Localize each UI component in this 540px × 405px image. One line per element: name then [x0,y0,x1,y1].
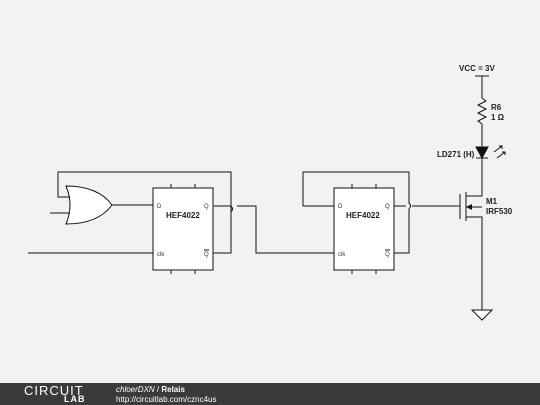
mosfet-name: M1 [486,197,498,206]
ic2-pin-clk: clk [338,252,346,258]
vcc-label: VCC = 3V [459,64,495,73]
led-label: LD271 (H) [437,150,475,159]
ic1-label: HEF4022 [166,211,200,220]
ic2-pin-d: D [338,204,343,210]
logo-text-top: CIRCUIT [24,383,84,398]
ic1-q-output-wire [213,205,334,254]
resistor-value: 1 Ω [491,113,505,122]
ic2-feedback-loop [302,171,411,254]
logo-text-bottom: LAB [64,394,86,404]
led-ld271[interactable] [475,128,506,170]
circuit-url[interactable]: http://circuitlab.com/cznc4us [116,395,217,404]
ic1-pin-q: Q [204,204,209,210]
ic1-feedback-wire [213,212,232,254]
or-input-wire-top [57,171,233,214]
circuit-title[interactable]: Relais [161,385,185,394]
ic2-pin-q: Q [385,204,390,210]
ic1-hef4022[interactable] [152,184,214,274]
ground-symbol[interactable] [470,309,494,321]
ic2-pin-qbar: Q [385,252,390,258]
ic1-pin-qbar: Q [204,252,209,258]
author-name[interactable]: chloerDXN [116,385,155,394]
circuit-credit: chloerDXN / Relais http://circuitlab.com… [116,385,216,405]
or-gate[interactable] [65,185,113,225]
footer-bar: CIRCUIT LAB chloerDXN / Relais http://ci… [0,383,540,405]
ic2-label: HEF4022 [346,211,380,220]
mosfet-model: IRF530 [486,207,513,216]
ic1-pin-clk: clk [157,252,165,258]
ic1-pin-d: D [157,204,162,210]
resistor-name: R6 [491,103,502,112]
mosfet-m1[interactable] [459,170,483,310]
circuitlab-logo: CIRCUIT LAB [24,383,94,404]
schematic-canvas: HEF4022 D Q clk Q HEF4022 D Q clk Q M1 I… [28,64,513,321]
credit-separator: / [154,385,162,394]
resistor-r6[interactable] [476,76,488,128]
ic2-hef4022[interactable] [333,184,395,274]
